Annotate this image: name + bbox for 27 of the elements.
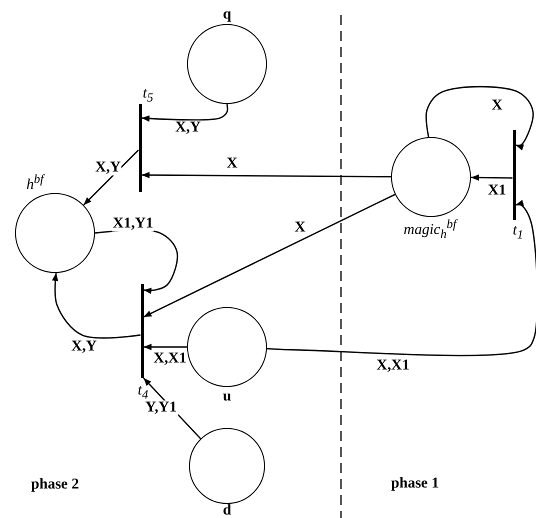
- arrow: [144, 344, 187, 350]
- edge-label: X,Y: [174, 120, 202, 136]
- arrow: [142, 172, 391, 178]
- place-label: q: [222, 8, 232, 22]
- arrow: [470, 174, 512, 181]
- transition-label: t$_{5}$: [142, 86, 154, 104]
- arrow: [266, 200, 536, 356]
- phase-label: phase 1: [391, 476, 439, 492]
- edge-label: X1,Y1: [112, 216, 154, 232]
- edge-label: X,X1: [376, 358, 410, 374]
- phase-label: phase 2: [31, 478, 79, 492]
- arrow: [83, 150, 139, 206]
- transition-label: t$_{1}$: [512, 223, 524, 241]
- arrow: [426, 86, 534, 150]
- edge-label: Y,Y1: [144, 400, 178, 416]
- arrow: [143, 194, 396, 318]
- place-label: d: [222, 504, 232, 518]
- edge-label: X,Y: [70, 340, 98, 354]
- place-label: u: [222, 390, 232, 404]
- transition-bar: [140, 284, 144, 378]
- arrow: [52, 272, 141, 339]
- place-label: h$^{bf}$: [26, 173, 44, 193]
- edge-label: X,Y: [94, 160, 122, 176]
- transition-bar: [512, 130, 516, 220]
- transition-label: t$_{4}$: [138, 383, 148, 401]
- edge-label: X,X1: [152, 352, 188, 366]
- transition-bar: [138, 104, 142, 192]
